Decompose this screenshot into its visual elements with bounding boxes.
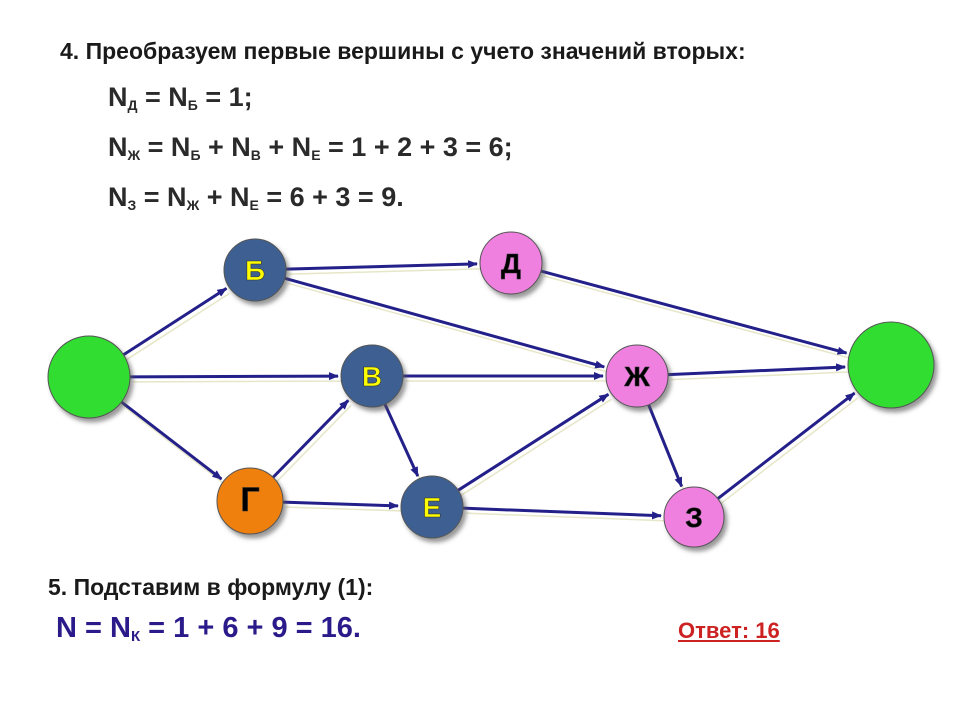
eq2-part-6: + N xyxy=(260,132,312,162)
eq2-part-2: = N xyxy=(140,132,191,162)
eq3-part-4: + N xyxy=(199,182,250,212)
step5-heading: 5. Подставим в формулу (1): xyxy=(48,574,374,600)
edge-E-Z xyxy=(462,506,663,520)
node-circle-Z xyxy=(663,486,725,548)
eq3-part-2: = N xyxy=(136,182,187,212)
final-part-1: К xyxy=(130,628,141,645)
node-V: В xyxy=(340,344,404,408)
eq3-part-0: N xyxy=(108,182,128,212)
node-label-V: В xyxy=(362,361,382,392)
node-circle-D xyxy=(479,231,543,295)
eq1-part-2: = N xyxy=(137,82,188,112)
edge-shadow-G-V xyxy=(275,404,352,483)
node-E: Е xyxy=(400,475,464,539)
eq2-part-3: Б xyxy=(190,147,201,163)
edge-shadow-G-E xyxy=(285,506,402,512)
edge-Zh-end xyxy=(667,363,847,377)
node-B: Б xyxy=(223,238,287,302)
node-circle-E xyxy=(400,475,464,539)
final-part-0: N = N xyxy=(56,612,131,644)
eq3-part-3: Ж xyxy=(186,197,200,213)
node-label-G: Г xyxy=(240,481,259,519)
node-circle-B xyxy=(223,238,287,302)
node-G: Г xyxy=(216,467,284,535)
node-circle-V xyxy=(340,344,404,408)
eq3-part-6: = 6 + 3 = 9. xyxy=(258,182,404,212)
edge-Zh-Z xyxy=(647,404,684,488)
edge-start-V xyxy=(129,372,340,381)
edge-B-D xyxy=(285,260,479,271)
answer-label: Ответ: 16 xyxy=(678,618,780,643)
node-circle-end xyxy=(847,321,935,409)
equation-n-d: NД = NБ = 1; xyxy=(108,82,253,113)
eq1-part-0: N xyxy=(108,82,128,112)
edge-shadow-start-B xyxy=(126,292,230,361)
edge-shadow-Zh-end xyxy=(670,371,849,381)
step4-heading: 4. Преобразуем первые вершины с учето зн… xyxy=(60,38,746,64)
edge-shadow-E-Z xyxy=(465,512,665,522)
nodes: Б Д В Ж Г Е З xyxy=(47,231,935,548)
node-D: Д xyxy=(479,231,543,295)
eq1-part-4: = 1; xyxy=(197,82,253,112)
node-label-D: Д xyxy=(501,248,521,279)
edge-start-G xyxy=(120,400,223,481)
edge-start-B xyxy=(122,287,228,357)
edge-shadow-Z-end xyxy=(720,397,859,505)
edge-G-E xyxy=(282,500,400,510)
eq2-part-7: Е xyxy=(311,147,321,163)
edge-V-E xyxy=(383,403,420,477)
equation-n-zh: NЖ = NБ + NВ + NЕ = 1 + 2 + 3 = 6; xyxy=(108,132,513,163)
eq2-part-8: = 1 + 2 + 3 = 6; xyxy=(320,132,513,162)
edge-E-Zh xyxy=(457,393,610,492)
eq3-part-1: З xyxy=(127,197,137,213)
eq1-part-1: Д xyxy=(127,97,138,113)
equation-n-z: NЗ = NЖ + NЕ = 6 + 3 = 9. xyxy=(108,182,404,213)
node-end xyxy=(847,321,935,409)
eq2-part-0: N xyxy=(108,132,128,162)
node-label-E: Е xyxy=(423,492,442,523)
final-formula: N = NК = 1 + 6 + 9 = 16. xyxy=(56,612,361,645)
node-label-Z: З xyxy=(685,502,703,533)
node-Z: З xyxy=(663,486,725,548)
node-label-B: Б xyxy=(245,255,265,286)
edge-shadow-D-end xyxy=(543,275,850,359)
edge-D-end xyxy=(540,269,848,355)
eq2-part-5: В xyxy=(250,147,261,163)
node-start xyxy=(47,335,131,419)
edge-shadow-B-Zh xyxy=(287,282,608,373)
edge-shadow-start-G xyxy=(124,406,225,485)
edge-G-V xyxy=(271,399,350,479)
node-Zh: Ж xyxy=(605,344,669,408)
edge-B-Zh xyxy=(284,276,606,369)
edge-shadow-E-Zh xyxy=(460,398,612,496)
node-circle-G xyxy=(216,467,284,535)
node-circle-start xyxy=(47,335,131,419)
node-label-Zh: Ж xyxy=(623,361,650,392)
edge-shadow-start-V xyxy=(132,380,342,383)
final-part-2: = 1 + 6 + 9 = 16. xyxy=(140,612,361,644)
node-circle-Zh xyxy=(605,344,669,408)
edge-Z-end xyxy=(716,391,856,500)
eq3-part-5: Е xyxy=(249,197,259,213)
eq2-part-1: Ж xyxy=(127,147,141,163)
eq1-part-3: Б xyxy=(187,97,198,113)
edges xyxy=(120,260,859,522)
eq2-part-4: + N xyxy=(200,132,251,162)
edge-shadow-B-D xyxy=(288,268,481,275)
